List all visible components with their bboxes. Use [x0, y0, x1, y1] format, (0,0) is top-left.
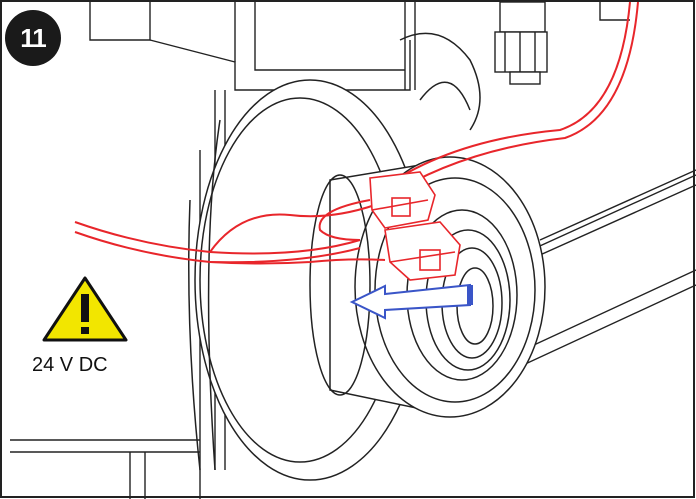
insert-direction-arrow: [349, 283, 473, 320]
red-wire: [74, 1, 639, 265]
voltage-label: 24 V DC: [32, 354, 108, 376]
step-number-badge: 11: [5, 10, 61, 66]
top-fitting: [494, 1, 548, 85]
warning-triangle-icon: [42, 276, 128, 342]
wire-connectors: [369, 171, 461, 281]
